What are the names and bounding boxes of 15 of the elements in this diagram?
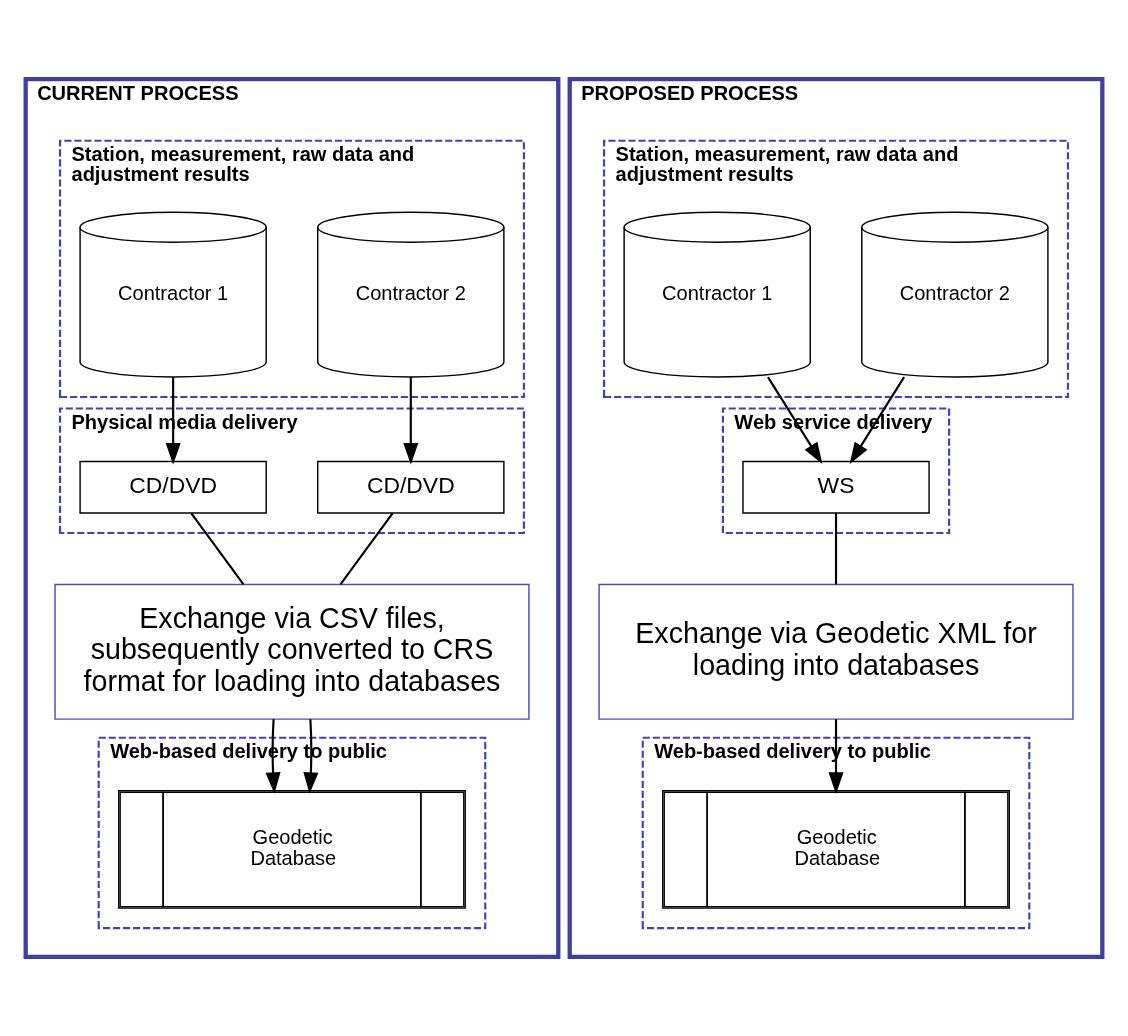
connector bbox=[190, 512, 245, 585]
arrow bbox=[265, 719, 281, 794]
arrow bbox=[828, 719, 844, 794]
arrow bbox=[849, 376, 906, 465]
arrow bbox=[767, 376, 823, 465]
arrow bbox=[165, 377, 181, 465]
arrow bbox=[303, 719, 319, 794]
connector bbox=[834, 513, 838, 585]
node-box: WS bbox=[742, 460, 930, 514]
node-box: Exchange via CSV files, subsequently converted to CRS format for loading into databases bbox=[54, 583, 530, 720]
node-box: CD/DVD bbox=[317, 460, 505, 514]
node-box: CD/DVD bbox=[79, 460, 267, 514]
node-box: Exchange via Geodetic XML for loading into databases bbox=[598, 583, 1074, 720]
arrow bbox=[403, 377, 419, 465]
connector bbox=[339, 512, 394, 585]
